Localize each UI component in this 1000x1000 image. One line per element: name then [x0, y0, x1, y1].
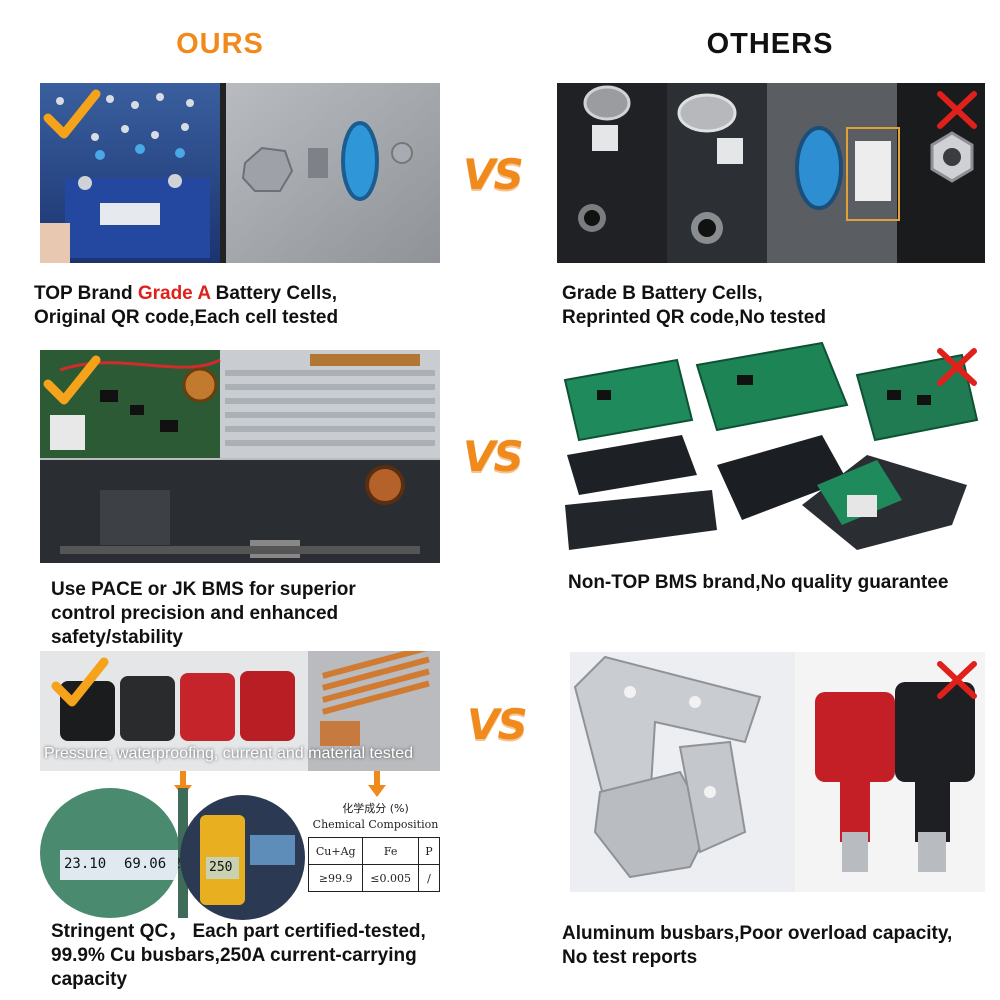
table-value-cell: ≥99.9: [307, 864, 364, 892]
ours-caption-row3: Stringent QC， Each part certified-tested…: [51, 921, 426, 990]
check-mark-icon: [51, 657, 109, 707]
others-bms-boards-photo: [557, 335, 985, 560]
ours-bms-board-photo: [40, 350, 440, 563]
composition-table-card: 化学成分 (%) Chemical Composition Cu+Ag Fe P…: [307, 800, 443, 892]
table-header-cell: P: [417, 837, 441, 865]
vs-label-row1: VS: [463, 150, 524, 199]
vs-label-row2: VS: [463, 432, 524, 481]
tested-overlay-text: Pressure, waterproofing, current and mat…: [44, 745, 414, 762]
test-screen-photo: 23.10 69.06: [40, 788, 180, 918]
others-caption-row1: Grade B Battery Cells, Reprinted QR code…: [562, 283, 826, 328]
table-title-cn: 化学成分 (%): [342, 802, 409, 815]
screen-reading-1: 23.10: [64, 856, 107, 872]
down-arrow-icon: [368, 771, 386, 797]
others-caption-row2: Non-TOP BMS brand,No quality guarantee: [568, 572, 949, 593]
others-battery-cells-photo: [557, 83, 985, 263]
table-header-cell: Cu+Ag: [307, 837, 364, 865]
meter-reading: 250: [209, 860, 233, 875]
grade-a-highlight: Grade A: [137, 283, 211, 304]
table-value-cell: /: [417, 864, 441, 892]
screen-reading-2: 69.06: [124, 856, 167, 872]
vs-label-row3: VS: [467, 700, 528, 749]
table-value-cell: ≤0.005: [362, 864, 419, 892]
ours-terminals-busbars-photo: [40, 651, 440, 771]
cross-mark-icon: [937, 348, 977, 386]
others-aluminum-busbars-photo: [570, 652, 985, 892]
ours-caption-row2: Use PACE or JK BMS for superior control …: [51, 579, 356, 648]
check-mark-icon: [43, 89, 101, 139]
check-mark-icon: [43, 355, 101, 405]
others-caption-row3: Aluminum busbars,Poor overload capacity,…: [562, 923, 953, 968]
ours-battery-cells-photo: [40, 83, 440, 263]
ours-caption-row1: TOP Brand Grade A Battery Cells, Origina…: [34, 283, 339, 328]
cross-mark-icon: [937, 91, 977, 129]
ours-header: OURS: [176, 28, 264, 60]
table-header-cell: Fe: [362, 837, 419, 865]
multimeter-photo: 250: [180, 795, 305, 920]
composition-table: Cu+Ag Fe P ≥99.9 ≤0.005 /: [307, 837, 441, 892]
cross-mark-icon: [937, 661, 977, 699]
table-title-en: Chemical Composition: [312, 818, 439, 831]
others-header: OTHERS: [706, 28, 834, 60]
